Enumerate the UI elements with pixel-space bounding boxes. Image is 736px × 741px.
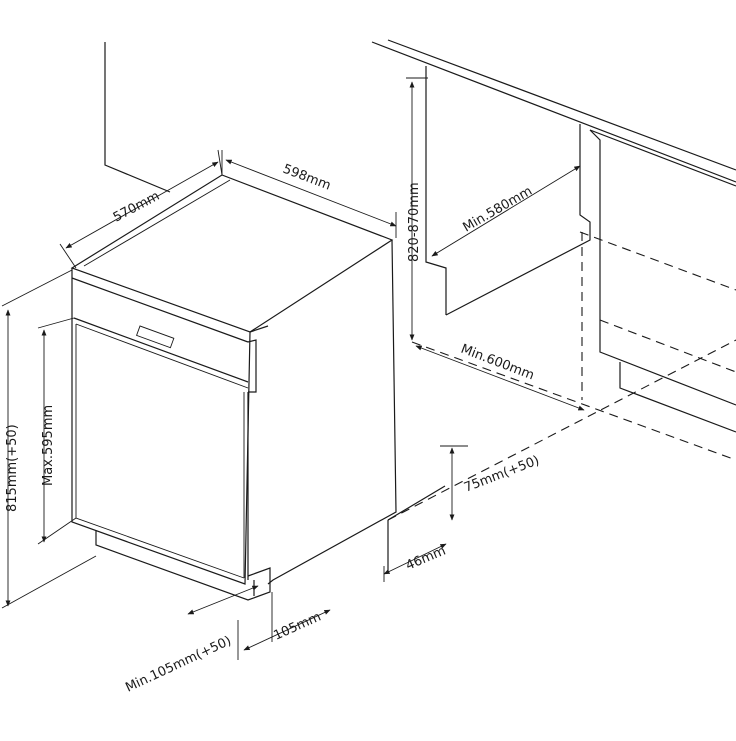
overall-height-dimension: 815mm(+50) xyxy=(1,269,97,609)
plinth-depth-label: 46mm xyxy=(404,544,448,574)
niche-height-dimension: 820-870mm xyxy=(406,77,428,341)
plinth-depth-dimension: 46mm xyxy=(383,544,448,582)
toe-kick-label: Min.105mm(+50) xyxy=(123,633,233,695)
niche-depth-label: Min.580mm xyxy=(461,184,535,236)
kick-height-dimension: 105mm xyxy=(243,592,331,651)
overall-height-label: 815mm(+50) xyxy=(5,424,20,512)
depth-dimension: 570mm xyxy=(59,149,223,269)
left-cabinet-outline xyxy=(104,42,171,193)
dishwasher-body xyxy=(70,174,397,601)
worktop-outline xyxy=(371,39,736,433)
width-label: 598mm xyxy=(281,162,333,194)
door-height-label: Max.595mm xyxy=(41,405,56,486)
width-dimension: 598mm xyxy=(221,150,397,238)
plinth-height-dimension: 75mm(+50) xyxy=(440,445,542,521)
plinth-height-label: 75mm(+50) xyxy=(462,453,542,495)
niche-depth-dimension: Min.580mm xyxy=(431,165,581,257)
niche-width-dimension: Min.600mm xyxy=(415,342,585,411)
depth-label: 570mm xyxy=(111,189,162,226)
niche-height-label: 820-870mm xyxy=(407,182,422,262)
toe-kick-dimension: Min.105mm(+50) xyxy=(123,585,259,696)
door-height-dimension: Max.595mm xyxy=(37,317,77,545)
kick-height-label: 105mm xyxy=(272,610,324,644)
